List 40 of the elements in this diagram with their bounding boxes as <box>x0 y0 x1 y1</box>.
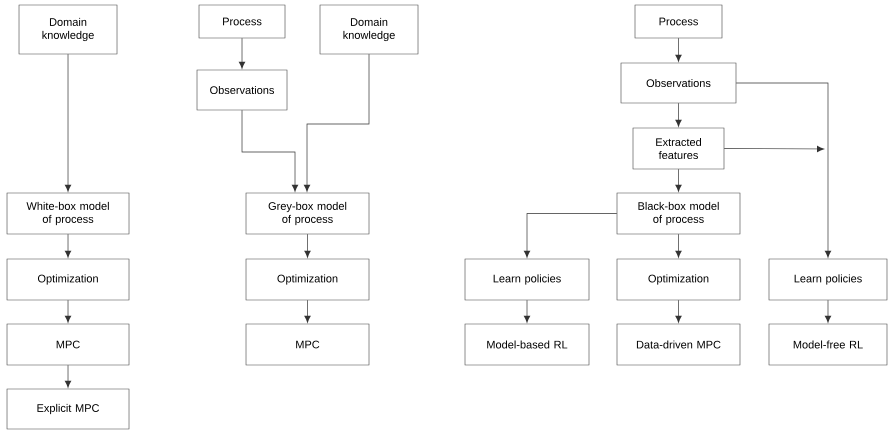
arrow <box>675 38 682 62</box>
arrow <box>242 110 298 192</box>
process-box: Process <box>634 4 722 38</box>
process-box: Observations <box>196 70 288 110</box>
process-box: MPC <box>6 324 130 366</box>
arrow <box>675 102 682 127</box>
process-box: Learn policies <box>464 258 590 300</box>
arrow <box>64 234 72 258</box>
arrow <box>675 234 682 258</box>
arrow <box>238 38 246 69</box>
arrow <box>724 146 824 152</box>
arrow <box>304 234 311 258</box>
process-box: Black-box model of process <box>616 192 740 234</box>
arrow <box>524 300 530 323</box>
process-box: Data-driven MPC <box>616 324 740 366</box>
arrow <box>64 364 72 388</box>
arrow <box>64 54 72 192</box>
arrow <box>675 168 682 192</box>
arrow <box>675 300 682 323</box>
process-box: Process <box>198 4 286 38</box>
process-box: Grey-box model of process <box>246 192 370 234</box>
process-box: MPC <box>246 324 370 366</box>
process-box: Model-free RL <box>768 324 888 366</box>
process-box: Optimization <box>6 258 130 300</box>
arrow <box>736 82 832 258</box>
process-box: Domain knowledge <box>18 4 118 54</box>
process-box: Observations <box>620 62 736 104</box>
arrow <box>824 300 832 323</box>
process-box: Learn policies <box>768 258 888 300</box>
arrow <box>304 300 311 323</box>
arrow <box>304 54 370 192</box>
process-box: Model-based RL <box>464 324 590 366</box>
arrow <box>64 300 72 323</box>
arrow <box>524 213 618 258</box>
process-box: Extracted features <box>632 128 724 170</box>
process-box: Domain knowledge <box>320 4 418 54</box>
process-box: Optimization <box>246 258 370 300</box>
process-box: Explicit MPC <box>6 388 130 430</box>
process-box: White-box model of process <box>6 192 130 234</box>
process-box: Optimization <box>616 258 740 300</box>
